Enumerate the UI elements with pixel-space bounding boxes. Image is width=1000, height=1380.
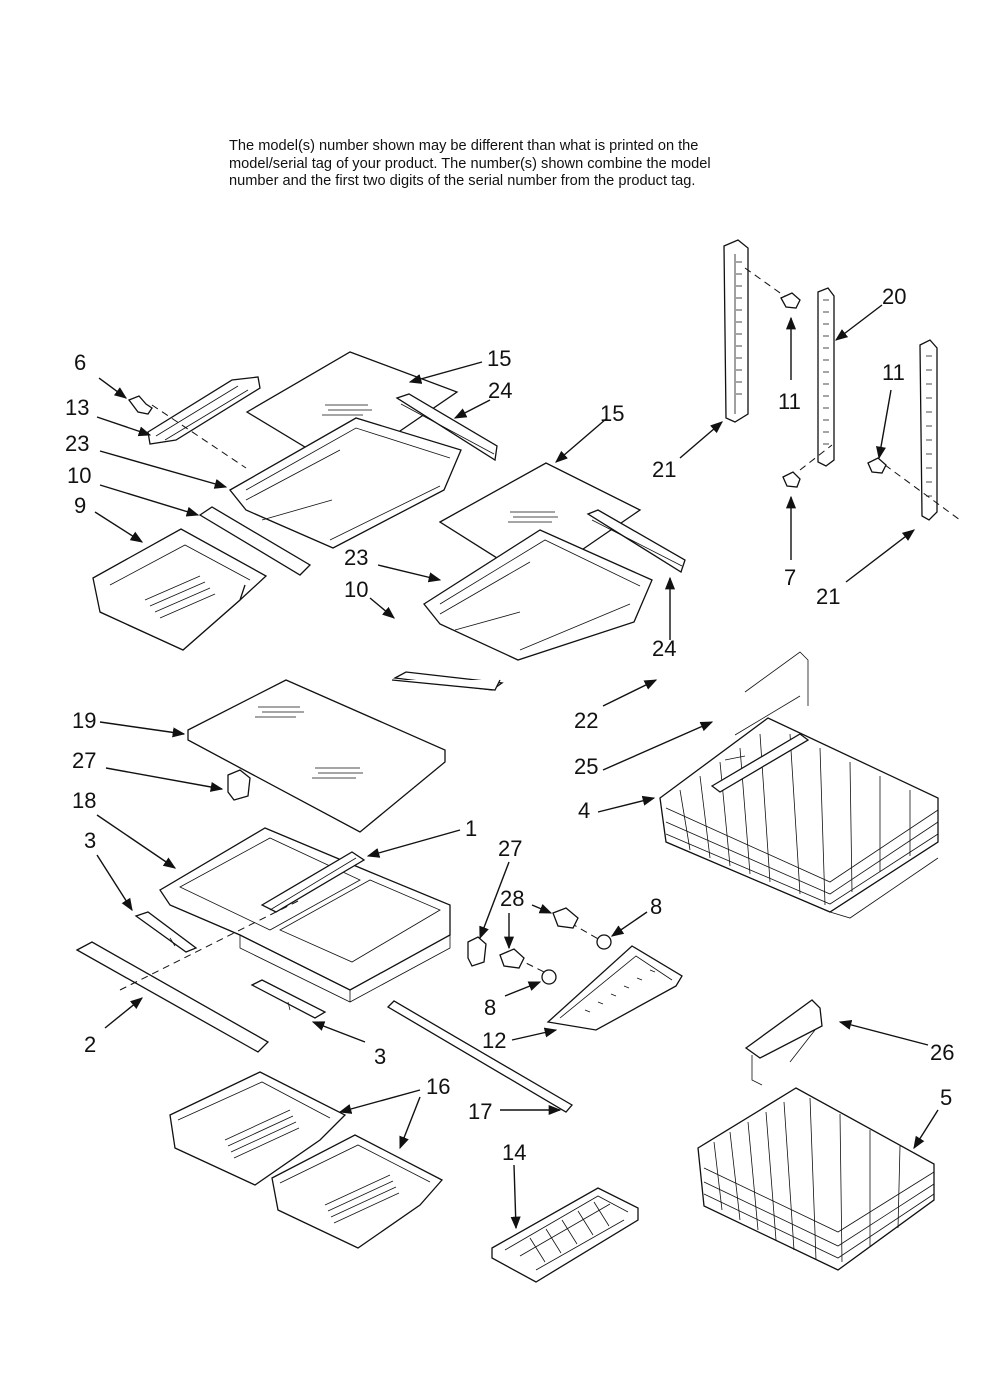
callout-10-right: 10 xyxy=(344,577,368,602)
callout-27-upper: 27 xyxy=(72,748,96,773)
shoulder-screw-drawing xyxy=(127,395,153,415)
callout-21-left: 21 xyxy=(652,457,676,482)
callout-3-left: 3 xyxy=(84,828,96,853)
bracket-left-drawing xyxy=(134,911,198,953)
callout-13: 13 xyxy=(65,395,89,420)
pan-frame-drawing xyxy=(159,827,451,1003)
ice-cube-tray-drawing xyxy=(491,1187,639,1283)
callout-2: 2 xyxy=(84,1032,96,1057)
callout-7: 7 xyxy=(784,565,796,590)
bracket-lower-drawing xyxy=(250,979,327,1019)
rod-drawing xyxy=(386,1000,574,1113)
callout-8-upper: 8 xyxy=(650,894,662,919)
shelf-trim-upper-left-drawing xyxy=(198,506,312,576)
callout-10: 10 xyxy=(67,463,91,488)
shelf-frame-upper-right-drawing xyxy=(423,529,653,661)
wire-basket-upper-drawing xyxy=(659,717,939,919)
callout-23-right: 23 xyxy=(344,545,368,570)
shelf-slide-upper-right-drawing xyxy=(586,509,686,573)
note-line-3: number and the first two digits of the s… xyxy=(229,173,696,189)
shelf-frame-upper-left-drawing xyxy=(229,417,462,549)
callout-6: 6 xyxy=(74,350,86,375)
ladder-rail-center-drawing xyxy=(817,287,835,467)
callout-18: 18 xyxy=(72,788,96,813)
callout-labels: 6 13 23 10 9 15 24 15 23 10 24 21 21 20 … xyxy=(65,284,954,1165)
callout-11-upper: 11 xyxy=(778,389,801,414)
callout-16: 16 xyxy=(426,1074,450,1099)
callout-24: 24 xyxy=(488,378,512,403)
callout-9: 9 xyxy=(74,493,86,518)
damper-upper-drawing xyxy=(227,769,251,801)
callout-15: 15 xyxy=(487,346,511,371)
callout-12: 12 xyxy=(482,1028,506,1053)
leader-arrows xyxy=(94,304,939,1230)
callout-20: 20 xyxy=(882,284,906,309)
callout-15-right: 15 xyxy=(600,401,624,426)
crisper-drawer-small-drawing xyxy=(92,528,268,651)
shelf-trim-upper-right-drawing xyxy=(391,671,504,691)
model-number-note: The model(s) number shown may be differe… xyxy=(229,138,829,191)
callout-25: 25 xyxy=(574,754,598,779)
callout-5: 5 xyxy=(940,1085,952,1110)
note-line-1: The model(s) number shown may be differe… xyxy=(229,138,699,154)
callout-3-lower: 3 xyxy=(374,1044,386,1069)
ice-bucket-shelf-drawing xyxy=(546,945,683,1031)
ladder-rail-right-drawing xyxy=(919,339,938,521)
rail-screws-drawing xyxy=(744,267,961,521)
callout-21-right: 21 xyxy=(816,584,840,609)
basket-divider-upper-drawing xyxy=(710,651,810,793)
wire-basket-lower-drawing xyxy=(697,1087,935,1271)
callout-4: 4 xyxy=(578,798,590,823)
shelf-slide-upper-left-drawing xyxy=(395,393,498,462)
callout-17: 17 xyxy=(468,1099,492,1124)
callout-23: 23 xyxy=(65,431,89,456)
callout-19: 19 xyxy=(72,708,96,733)
note-line-2: model/serial tag of your product. The nu… xyxy=(229,155,711,172)
basket-divider-lower-drawing xyxy=(744,999,823,1086)
callout-8-lower: 8 xyxy=(484,995,496,1020)
damper-right-drawing xyxy=(467,936,487,967)
callout-28: 28 xyxy=(500,886,524,911)
callout-27-right: 27 xyxy=(498,836,522,861)
callout-1: 1 xyxy=(465,816,477,841)
pan-trim-drawing xyxy=(75,899,301,1053)
shelf-slide-left-drawing xyxy=(147,376,261,469)
pan-cover-glass-drawing xyxy=(187,679,446,833)
callout-11-right: 11 xyxy=(882,360,905,385)
callout-24-right: 24 xyxy=(652,636,676,661)
callout-22: 22 xyxy=(574,708,598,733)
ice-shelf-screws-drawing xyxy=(499,907,612,985)
crisper-drawers-drawing xyxy=(169,1071,444,1249)
callout-14: 14 xyxy=(502,1140,526,1165)
callout-26: 26 xyxy=(930,1040,954,1065)
ladder-rail-left-drawing xyxy=(723,239,749,423)
